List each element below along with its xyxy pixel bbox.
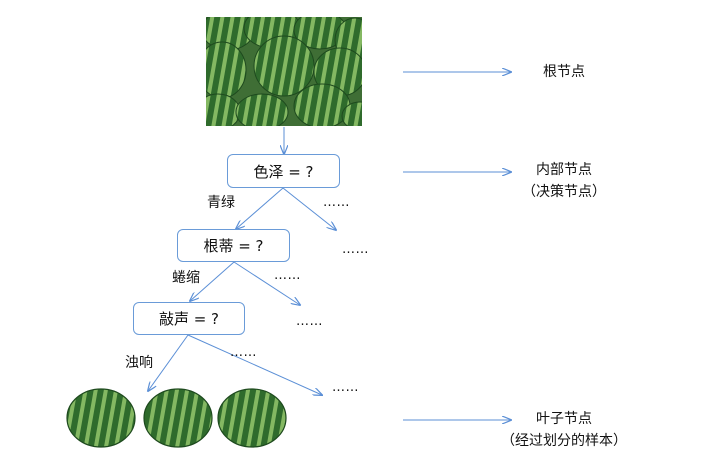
legend-leaf-subtext: （经过划分的样本）: [501, 433, 627, 449]
node-root-stem-label: 根蒂 = ?: [203, 237, 264, 255]
ellipsis-3: ……: [274, 268, 301, 283]
legend-leaf-text: 叶子节点: [536, 411, 592, 427]
edge-label-curled: 蜷缩: [172, 270, 200, 286]
ellipsis-6: ……: [332, 380, 359, 395]
root-watermelon-image: [206, 17, 362, 126]
node-sound-label: 敲声 = ?: [158, 310, 220, 328]
edge-node3-to-right: [187, 334, 322, 395]
leaf-watermelon-1: [66, 388, 136, 448]
edge-node3-to-leaf: [148, 334, 189, 391]
legend-leaf-node: 叶子节点 （经过划分的样本）: [494, 408, 634, 452]
legend-internal-subtext: （决策节点）: [522, 184, 606, 200]
ellipsis-2: ……: [342, 242, 369, 257]
edge-label-green: 青绿: [207, 195, 235, 211]
leaf-watermelon-2: [143, 388, 213, 448]
ellipsis-5: ……: [230, 345, 257, 360]
node-sound: 敲声 = ?: [133, 302, 245, 335]
legend-root-text: 根节点: [543, 64, 585, 80]
edge-label-dull: 浊响: [125, 355, 153, 371]
legend-internal-node: 内部节点 （决策节点）: [514, 159, 614, 203]
edge-node2-to-node3: [190, 261, 235, 301]
edge-node2-to-right: [233, 261, 300, 305]
leaf-watermelon-3: [217, 388, 287, 448]
ellipsis-1: ……: [323, 195, 350, 210]
edge-node1-to-node2: [236, 187, 284, 229]
node-color: 色泽 = ?: [227, 154, 340, 188]
legend-internal-text: 内部节点: [536, 162, 592, 178]
node-root-stem: 根蒂 = ?: [177, 229, 290, 262]
edge-node1-to-right: [282, 187, 336, 230]
node-color-label: 色泽 = ?: [253, 162, 314, 181]
ellipsis-4: ……: [296, 314, 323, 329]
legend-root-node: 根节点: [519, 61, 609, 83]
tree-edges: [148, 72, 511, 420]
